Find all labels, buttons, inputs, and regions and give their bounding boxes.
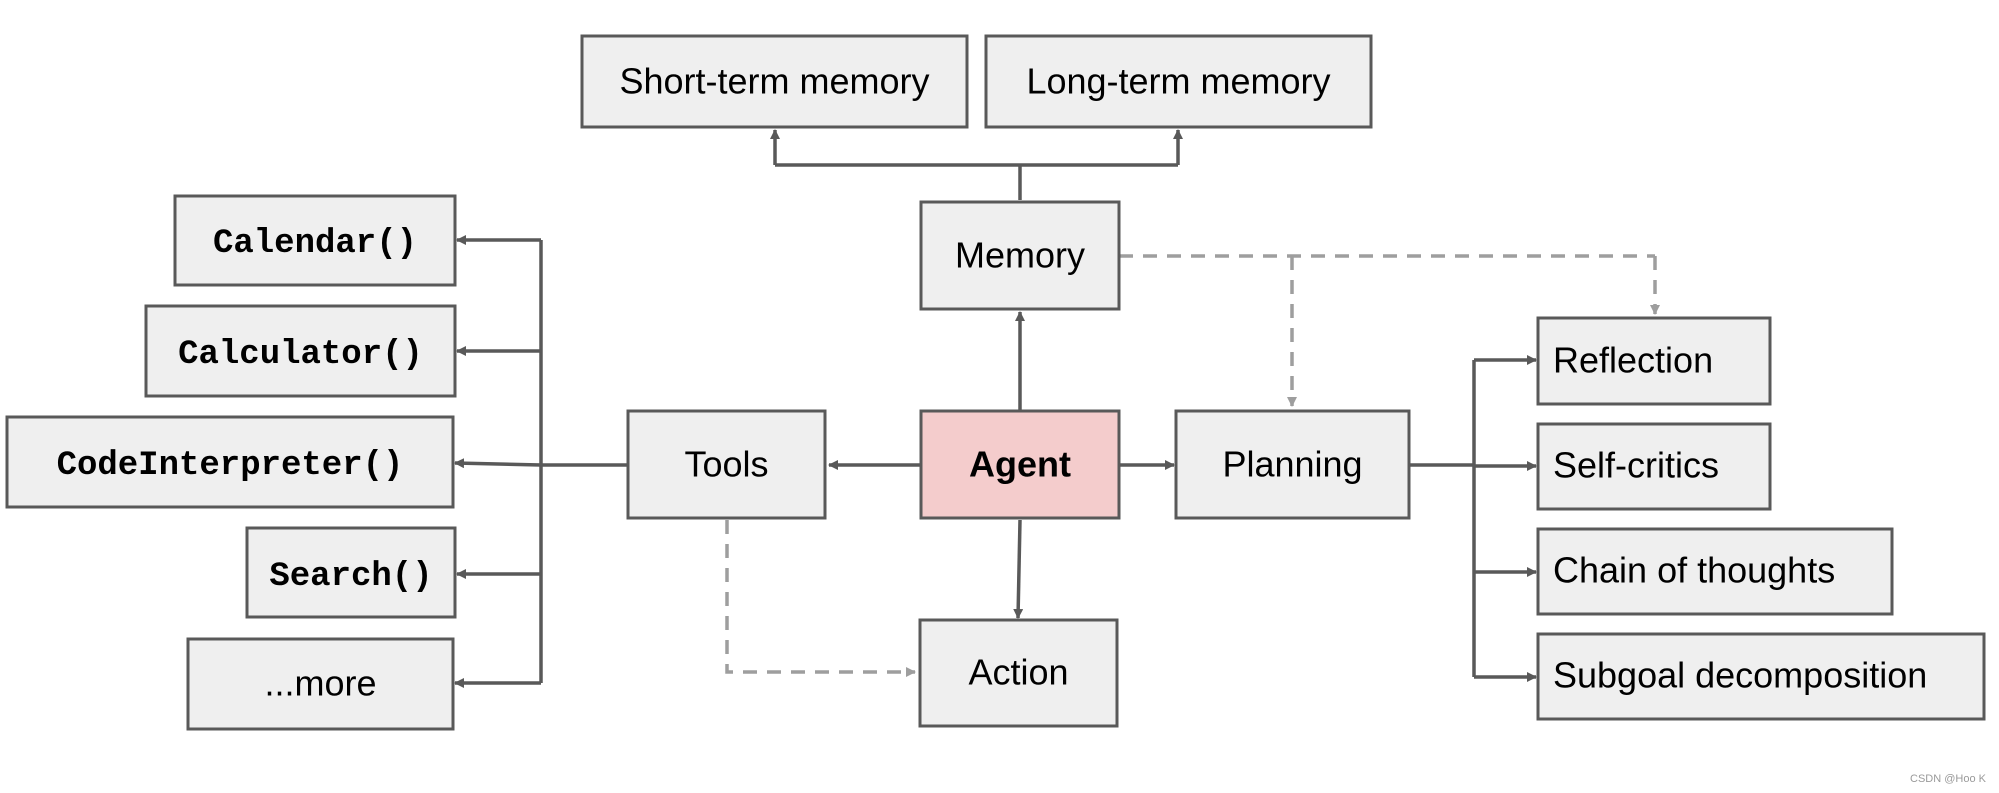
calendar-label: Calendar() [213, 225, 417, 263]
node-subgoal-decomposition: Subgoal decomposition [1536, 632, 1986, 721]
solid-edges [454, 129, 1537, 688]
short-term-memory-label: Short-term memory [619, 61, 929, 102]
action-label: Action [968, 652, 1068, 693]
node-memory: Memory [919, 200, 1121, 311]
agent-label: Agent [969, 444, 1071, 485]
edge-to-code-interpreter [454, 458, 542, 469]
node-self-critics: Self-critics [1536, 422, 1772, 511]
reflection-label: Reflection [1553, 340, 1713, 381]
search-label: Search() [269, 558, 432, 596]
more-label: ...more [264, 663, 376, 704]
node-agent: Agent [919, 409, 1121, 520]
node-more: ...more [186, 637, 455, 731]
node-long-term-memory: Long-term memory [984, 34, 1373, 129]
chain-of-thoughts-label: Chain of thoughts [1553, 550, 1835, 591]
node-code-interpreter: CodeInterpreter() [5, 415, 455, 509]
memory-label: Memory [955, 235, 1085, 276]
dashed-edges [725, 254, 1660, 677]
subgoal-decomposition-label: Subgoal decomposition [1553, 655, 1927, 696]
node-calculator: Calculator() [144, 304, 457, 398]
self-critics-label: Self-critics [1553, 445, 1719, 486]
node-tools: Tools [626, 409, 827, 520]
node-reflection: Reflection [1536, 316, 1772, 406]
planning-label: Planning [1222, 444, 1362, 485]
node-chain-of-thoughts: Chain of thoughts [1536, 527, 1894, 616]
node-action: Action [918, 618, 1119, 728]
watermark: CSDN @Hoo K [1910, 773, 1987, 785]
node-calendar: Calendar() [173, 194, 457, 287]
node-short-term-memory: Short-term memory [580, 34, 969, 129]
node-planning: Planning [1174, 409, 1411, 520]
calculator-label: Calculator() [178, 336, 423, 374]
edge-memory-to-memory-types [775, 163, 1178, 200]
edge-tools-trunk [539, 240, 628, 683]
node-search: Search() [245, 526, 457, 619]
edge-agent-to-action [1013, 519, 1024, 619]
tools-label: Tools [684, 444, 768, 485]
code-interpreter-label: CodeInterpreter() [57, 447, 404, 485]
edge-planning-trunk [1409, 360, 1476, 677]
long-term-memory-label: Long-term memory [1026, 61, 1330, 102]
edge-tools-to-action [725, 520, 916, 677]
